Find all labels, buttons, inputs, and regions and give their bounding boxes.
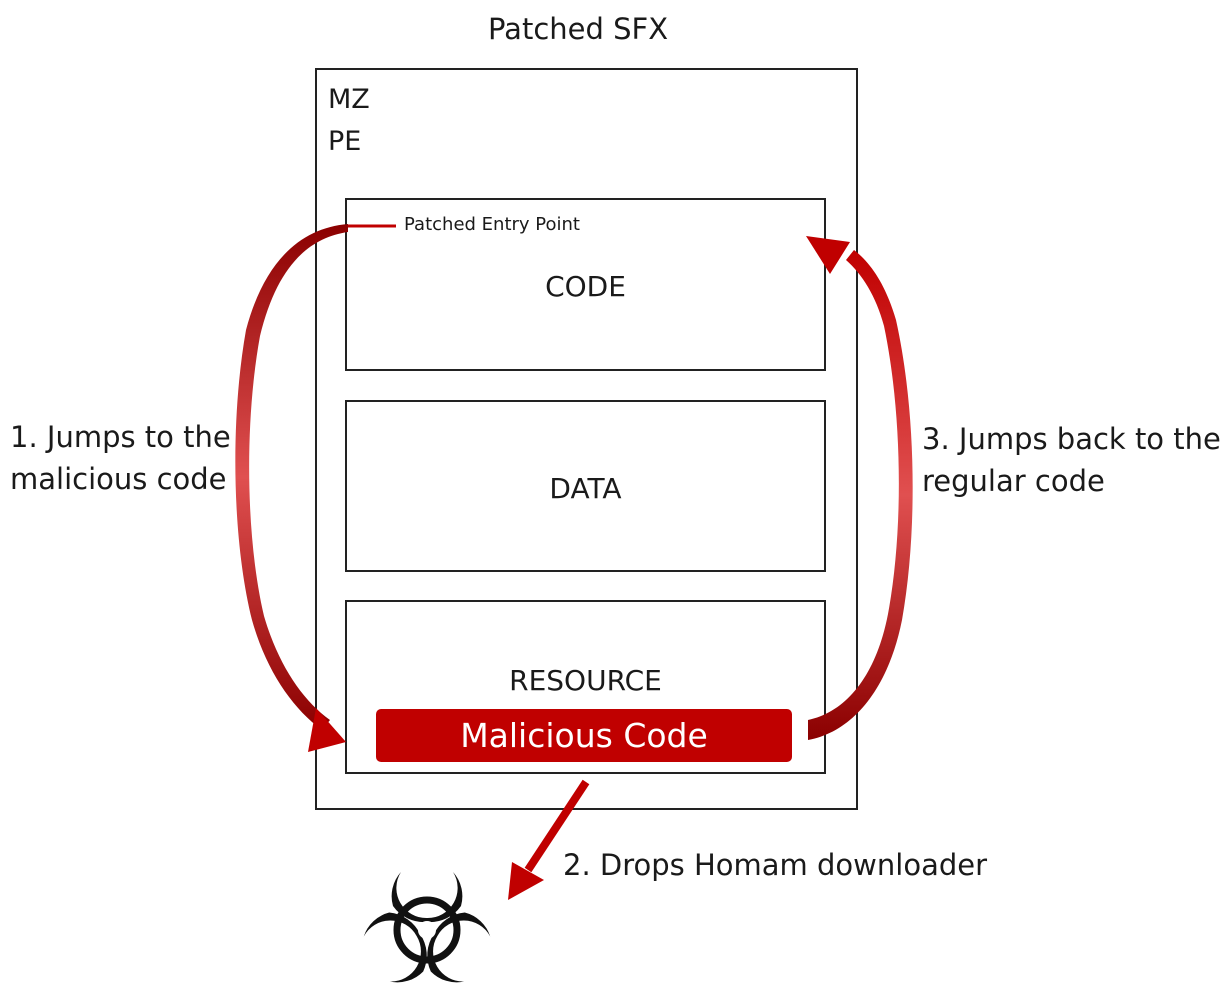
- mz-header-label: MZ: [328, 84, 370, 115]
- step2-label: 2. Drops Homam downloader: [563, 848, 988, 882]
- drop-arrowhead: [508, 862, 544, 900]
- data-section-label: DATA: [549, 472, 622, 505]
- code-section: CODE: [345, 198, 826, 371]
- pe-header-label: PE: [328, 126, 362, 157]
- data-section: DATA: [345, 400, 826, 572]
- diagram-title: Patched SFX: [488, 12, 669, 46]
- entry-point-label: Patched Entry Point: [404, 214, 580, 235]
- malicious-code-label: Malicious Code: [460, 716, 708, 755]
- step3-label: 3. Jumps back to the regular code: [922, 422, 1221, 498]
- biohazard-icon: [363, 872, 491, 983]
- resource-section-label: RESOURCE: [509, 664, 662, 697]
- code-section-label: CODE: [545, 270, 626, 303]
- step1-label: 1. Jumps to the malicious code: [10, 420, 231, 496]
- malicious-code-block: Malicious Code: [376, 709, 792, 762]
